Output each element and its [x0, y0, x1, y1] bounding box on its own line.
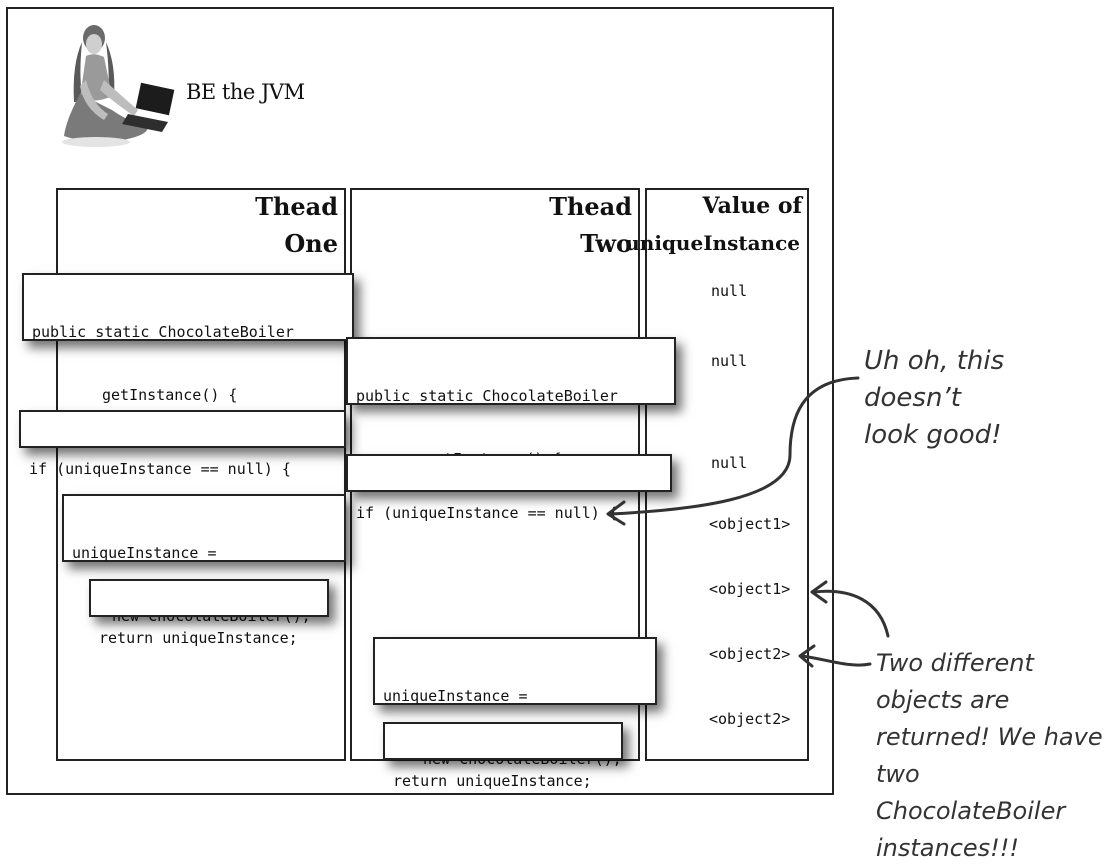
code-line: if (uniqueInstance == null) {	[29, 460, 291, 478]
annotation-line: Two different	[876, 649, 1034, 677]
value-cell: null	[711, 352, 748, 370]
value-cell: <object1>	[709, 580, 791, 598]
code-line: getInstance() {	[102, 386, 238, 404]
thread-two-header: Thead	[549, 192, 632, 221]
thread-one-get-instance: public static ChocolateBoiler getInstanc…	[22, 273, 354, 404]
value-column-header-sub: uniqueInstance	[625, 231, 800, 255]
thread-one-header: Thead	[255, 192, 338, 221]
thread-one-return: return uniqueInstance;	[89, 579, 329, 647]
value-cell: <object1>	[709, 515, 791, 533]
annotation-line: two ChocolateBoiler	[876, 760, 1066, 825]
code-line: return uniqueInstance;	[99, 629, 298, 647]
uh-oh-arrow	[608, 376, 860, 516]
object1-arrow	[812, 589, 890, 638]
code-line: uniqueInstance =	[383, 687, 528, 705]
annotation-line: look good!	[864, 420, 1002, 450]
value-cell: null	[711, 454, 748, 472]
annotation-line: Uh oh, this doesn’t	[864, 346, 1005, 413]
value-cell: null	[711, 282, 748, 300]
code-line: public static ChocolateBoiler	[32, 323, 294, 341]
annotation-line: returned! We have	[876, 723, 1103, 751]
value-cell: <object2>	[709, 710, 791, 728]
object1-arrow-head	[810, 580, 828, 604]
meditating-person-illustration	[62, 25, 175, 147]
thread-two-header-sub: Two	[580, 229, 632, 258]
uh-oh-arrow-head	[606, 500, 626, 526]
thread-one-if-check: if (uniqueInstance == null) {	[19, 410, 346, 478]
thread-two-return: return uniqueInstance;	[383, 722, 623, 790]
object2-arrow	[800, 654, 872, 667]
thread-two-if-check: if (uniqueInstance == null) {	[346, 454, 672, 522]
value-column-header: Value of	[702, 193, 802, 219]
annotation-line: instances!!!	[876, 834, 1020, 862]
code-line: uniqueInstance =	[72, 544, 217, 562]
code-line: public static ChocolateBoiler	[356, 387, 618, 405]
annotation-arrows	[606, 376, 890, 668]
annotation-line: objects are	[876, 686, 1010, 714]
code-line: return uniqueInstance;	[393, 772, 592, 790]
thread-one-header-sub: One	[284, 229, 338, 258]
uh-oh-annotation: Uh oh, this doesn’t look good!	[864, 343, 1106, 454]
page-title: BE the JVM	[186, 80, 305, 104]
object2-arrow-head	[798, 644, 816, 668]
value-cell: <object2>	[709, 645, 791, 663]
